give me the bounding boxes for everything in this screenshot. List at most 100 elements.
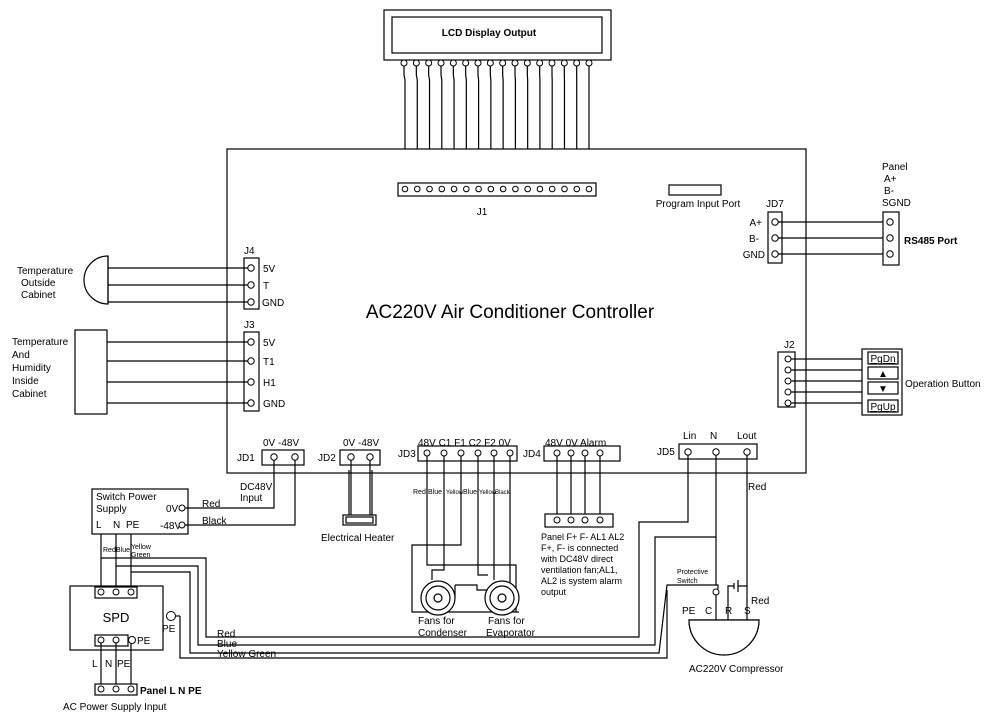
psu-pin-l: L	[96, 520, 102, 531]
jd2-label: JD2	[318, 453, 336, 464]
alarm-panel	[544, 513, 614, 528]
lcd-wire	[477, 66, 480, 186]
lcd-pin	[437, 59, 445, 67]
j1-pin	[573, 185, 581, 193]
psu-wire-yellow: Yellow	[131, 544, 152, 551]
pgdn-button[interactable]: PgDn	[870, 354, 895, 365]
lcd-pin	[536, 59, 544, 67]
program-port-label: Program Input Port	[656, 199, 741, 210]
jd3-wire-yellow2: Yellow	[479, 490, 497, 496]
jd5-pin-n: N	[710, 431, 717, 442]
j1-pin	[512, 185, 519, 193]
evaporator-label-1: Fans for	[488, 616, 525, 627]
alarm-note-6: output	[541, 587, 567, 597]
pgup-button[interactable]: PgUp	[870, 402, 895, 413]
jd4-connector: 48V 0V Alarm JD4	[523, 438, 621, 462]
inside-temp-line5: Cabinet	[12, 389, 47, 400]
lcd-wire	[489, 66, 492, 186]
j1-pin	[548, 185, 556, 193]
jd5-pin-lout: Lout	[737, 431, 757, 442]
lcd-wire	[465, 66, 467, 186]
lcd-pin	[425, 59, 433, 67]
outside-temp-line3: Cabinet	[21, 290, 56, 301]
j1-pin	[585, 185, 593, 193]
spd-pin-pe: PE	[117, 659, 131, 670]
lcd-pin	[585, 59, 593, 67]
lcd-pin	[560, 59, 568, 67]
panel-sgnd: SGND	[882, 198, 911, 209]
jd7-pin-gnd: GND	[743, 250, 765, 261]
lcd-pin	[511, 59, 519, 67]
outside-temp-sensor: Temperature Outside Cabinet	[17, 255, 109, 305]
psu-wire-red: Red	[202, 499, 220, 510]
j4-wires	[108, 267, 248, 303]
j1-pin	[475, 185, 482, 193]
j3-pin-t1: T1	[263, 357, 275, 368]
electrical-heater: Electrical Heater	[321, 514, 395, 544]
lcd-pin	[499, 59, 507, 67]
inside-temp-line1: Temperature	[12, 337, 69, 348]
j1-pin	[487, 185, 495, 193]
condenser-fan: Fans for Condenser	[418, 580, 468, 639]
j4-connector: J4 5V T GND	[243, 246, 284, 310]
down-button[interactable]: ▼	[878, 384, 888, 395]
inside-temp-line3: Humidity	[12, 363, 51, 374]
j3-pin-gnd: GND	[263, 399, 285, 410]
switch-power-supply: Switch Power Supply L N PE 0V -48V	[91, 488, 189, 535]
rs485-wires	[778, 221, 886, 255]
jd3-wire-red: Red	[413, 489, 426, 496]
inside-temp-line4: Inside	[12, 376, 39, 387]
up-button[interactable]: ▲	[878, 369, 888, 380]
alarm-note-4: ventilation fan;AL1,	[541, 565, 618, 575]
psu-title-1: Switch Power	[96, 492, 157, 503]
jd3-wire-yellow: Yellow	[446, 490, 464, 496]
jd7-label: JD7	[766, 199, 784, 210]
compressor-pin-r: R	[725, 606, 732, 617]
lcd-pin	[449, 59, 457, 67]
j1-pin	[438, 185, 446, 193]
compressor-wires	[715, 455, 748, 620]
spd-pe-right: PE	[162, 624, 176, 635]
controller-title: AC220V Air Conditioner Controller	[366, 302, 655, 323]
alarm-note: Panel F+ F- AL1 AL2 F+, F- is connected …	[540, 532, 624, 597]
jd4-label: JD4	[523, 449, 541, 460]
j4-pin-t: T	[263, 281, 269, 292]
j1-pin	[401, 185, 409, 193]
rs485-panel: Panel A+ B- SGND RS485 Port	[882, 162, 958, 266]
compressor-pin-pe: PE	[682, 606, 696, 617]
panel-a: A+	[884, 174, 897, 185]
jd3-header: 48V C1 F1 C2 F2 0V	[418, 438, 511, 449]
psu-wire-green: Green	[131, 552, 151, 559]
protective-switch-1: Protective	[677, 569, 708, 576]
alarm-note-3: with DC48V direct	[540, 554, 614, 564]
spd-pin-n: N	[105, 659, 112, 670]
psu-out-48v: -48V	[160, 521, 181, 532]
jd1-note-1: DC48V	[240, 482, 273, 493]
ac-input-panel: Panel L N PE AC Power Supply Input	[63, 683, 202, 713]
controller-board	[226, 148, 807, 474]
psu-out-0v: 0V	[166, 504, 179, 515]
psu-pin-pe: PE	[126, 520, 140, 531]
lcd-wire	[403, 66, 406, 186]
j3-connector: J3 5V T1 H1 GND	[243, 320, 285, 412]
alarm-wires	[556, 456, 601, 517]
operation-button-label: Operation Button	[905, 379, 981, 390]
compressor: PE C R S AC220V Compressor	[682, 606, 784, 675]
inside-temp-sensor: Temperature And Humidity Inside Cabinet	[12, 329, 108, 415]
jd7-connector: JD7 A+ B- GND	[743, 199, 784, 264]
lcd-wire	[415, 66, 418, 186]
evaporator-fan: Fans for Evaporator	[484, 580, 536, 639]
jd2-header: 0V -48V	[343, 438, 379, 449]
psu-dc-wires	[185, 460, 296, 526]
panel-b: B-	[884, 186, 894, 197]
jd3-label: JD3	[398, 449, 416, 460]
condenser-label-2: Condenser	[418, 628, 468, 639]
lcd-pin	[462, 59, 470, 67]
jd1-connector: 0V -48V JD1 DC48V Input	[237, 438, 305, 504]
j1-pin	[561, 185, 568, 193]
spd-to-input-wires	[100, 643, 132, 688]
psu-wire-blue: Blue	[116, 547, 130, 554]
psu-to-spd-wires	[100, 534, 132, 590]
jd5-red-label: Red	[748, 482, 766, 493]
